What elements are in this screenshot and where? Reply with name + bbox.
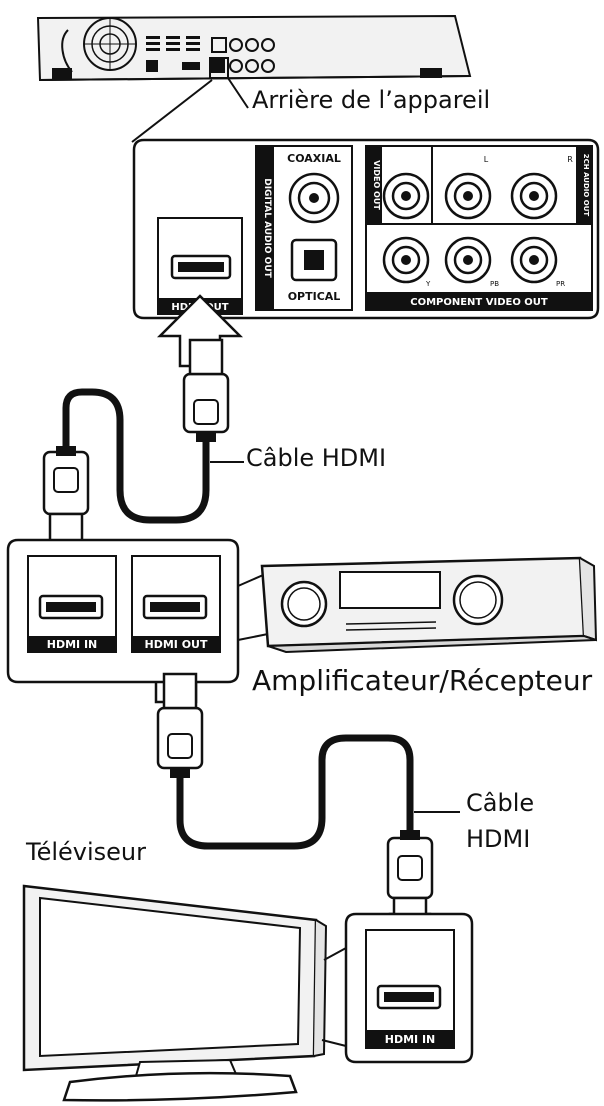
hdmi-cable-2-label-line1: Câble [466, 789, 535, 817]
svg-text:PR: PR [556, 280, 565, 288]
video-audio-out-block: VIDEO OUT 2CH AUDIO OUT L R [365, 145, 593, 225]
device-back-label: Arrière de l’appareil [252, 86, 491, 114]
hdmi-plug-bottom-2 [386, 830, 434, 922]
svg-text:COAXIAL: COAXIAL [287, 152, 341, 165]
svg-text:HDMI IN: HDMI IN [47, 638, 98, 651]
svg-text:2CH AUDIO OUT: 2CH AUDIO OUT [582, 154, 590, 217]
player-fan-grille [83, 17, 137, 71]
player-connector-row [211, 37, 275, 73]
tv-device [22, 884, 328, 1102]
hdmi-plug-top-2 [156, 672, 204, 778]
hdmi-cable-2 [156, 672, 434, 922]
device-back-panel: HDMI OUT DIGITAL AUDIO OUT COAXIAL OPTIC… [132, 138, 600, 320]
hdmi-cable-2-label: Câble HDMI [466, 785, 534, 857]
audio-right-jack [510, 172, 558, 220]
amp-hdmi-panel: HDMI IN HDMI OUT [6, 538, 240, 684]
optical-jack [290, 238, 338, 282]
amplifier-label: Amplificateur/Récepteur [252, 664, 593, 697]
tv-hdmi-in-port: HDMI IN [365, 929, 455, 1049]
video-out-jack [382, 172, 430, 220]
svg-text:PB: PB [490, 280, 499, 288]
tv-callout-line-top [323, 947, 347, 961]
hdmi-plug-bottom-1 [42, 446, 90, 546]
hdmi-cable-1 [42, 338, 230, 546]
amp-knob-right [452, 574, 504, 626]
amplifier-device [260, 556, 598, 654]
svg-text:VIDEO OUT: VIDEO OUT [372, 160, 381, 210]
amp-hdmi-out-port: HDMI OUT [131, 555, 221, 653]
coaxial-jack [288, 172, 340, 224]
hdmi-plug-top-1 [182, 338, 230, 442]
amp-hdmi-in-port: HDMI IN [27, 555, 117, 653]
hdmi-cable-2-label-line2: HDMI [466, 825, 531, 853]
digital-audio-out-block: DIGITAL AUDIO OUT COAXIAL OPTICAL [255, 145, 353, 311]
amp-callout-line-bottom [237, 633, 269, 641]
svg-text:OPTICAL: OPTICAL [288, 290, 341, 303]
svg-text:R: R [567, 155, 573, 164]
callout-line-left [131, 79, 213, 143]
player-vents [146, 36, 200, 72]
tv-label: Téléviseur [26, 838, 146, 866]
component-pb-jack [444, 236, 492, 284]
callout-line-right [227, 77, 249, 109]
svg-text:HDMI OUT: HDMI OUT [145, 638, 208, 651]
svg-text:L: L [484, 155, 489, 164]
hdmi-cable-1-label: Câble HDMI [246, 444, 387, 472]
component-video-out-block: Y PB PR COMPONENT VIDEO OUT [365, 223, 593, 311]
svg-text:Y: Y [425, 280, 431, 288]
audio-left-jack [444, 172, 492, 220]
component-pr-jack [510, 236, 558, 284]
tv-hdmi-panel: HDMI IN [344, 912, 474, 1064]
amp-knob-left [280, 580, 328, 628]
component-y-jack [382, 236, 430, 284]
svg-text:COMPONENT VIDEO OUT: COMPONENT VIDEO OUT [410, 297, 548, 308]
svg-text:HDMI IN: HDMI IN [385, 1033, 436, 1046]
tv-callout-line-bottom [321, 1039, 347, 1047]
player-device [36, 14, 472, 82]
svg-text:DIGITAL AUDIO OUT: DIGITAL AUDIO OUT [262, 178, 272, 278]
